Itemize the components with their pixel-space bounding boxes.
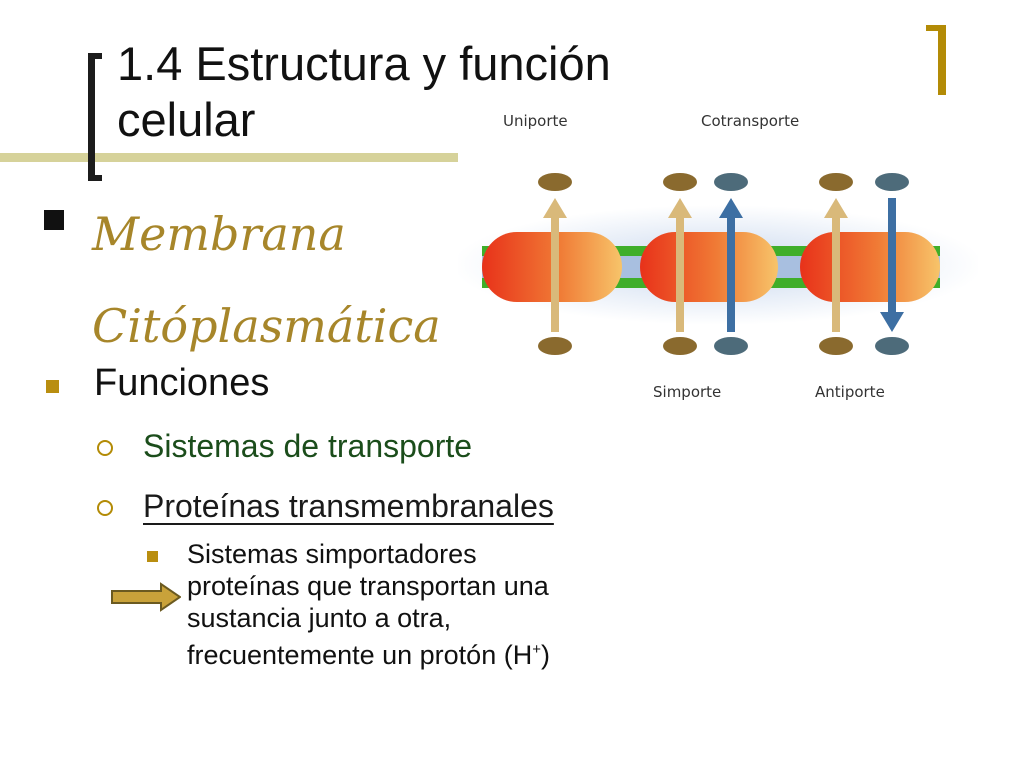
right-arrow-icon (111, 582, 181, 612)
antiporte-particle-b-bottom (875, 337, 909, 355)
label-uniporte: Uniporte (503, 112, 568, 130)
bullet-funciones: Funciones (94, 362, 270, 404)
antiporte-particle-a-top (819, 173, 853, 191)
main-heading: Membrana Citóplasmática (92, 207, 441, 353)
antiporte-protein (800, 232, 940, 302)
circle-bullet-2 (97, 500, 113, 516)
proton-superscript: + (532, 641, 541, 658)
uniporte-arrow-up (543, 198, 567, 332)
uniporte-particle-top (538, 173, 572, 191)
label-antiporte: Antiporte (815, 383, 885, 401)
sub-bullet-line-4-text: frecuentemente un protón (H (187, 640, 533, 670)
simporte-arrow-b-up (719, 198, 743, 332)
slide-title: 1.4 Estructura y función celular (117, 37, 611, 146)
transport-diagram: Uniporte Cotransporte Simporte Antiporte (458, 112, 978, 401)
bullet-proteinas-transmembranales: Proteínas transmembranales (143, 488, 554, 524)
bullet-square-funciones (46, 380, 59, 393)
sub-bullet-line-2: proteínas que transportan una (187, 571, 549, 601)
title-accent-bar (0, 153, 458, 162)
left-bracket-decoration (88, 53, 102, 181)
label-cotransporte: Cotransporte (701, 112, 799, 130)
main-bullet-square (44, 210, 64, 230)
simporte-protein (640, 232, 778, 302)
simporte-particle-b-top (714, 173, 748, 191)
simporte-particle-a-bottom (663, 337, 697, 355)
uniporte-particle-bottom (538, 337, 572, 355)
label-simporte: Simporte (653, 383, 721, 401)
circle-bullet-1 (97, 440, 113, 456)
antiporte-particle-b-top (875, 173, 909, 191)
bullet-square-sistemas-simportadores (147, 551, 158, 562)
right-bracket-decoration (926, 25, 946, 95)
antiporte-particle-a-bottom (819, 337, 853, 355)
sub-bullet-sistemas-simportadores: Sistemas simportadores proteínas que tra… (187, 538, 687, 671)
closing-paren: ) (540, 640, 550, 670)
sub-bullet-line-1: Sistemas simportadores (187, 539, 477, 569)
simporte-arrow-a-up (668, 198, 692, 332)
antiporte-arrow-b-down (880, 198, 904, 332)
bullet-sistemas-de-transporte: Sistemas de transporte (143, 428, 473, 464)
sub-bullet-line-3: sustancia junto a otra, (187, 603, 452, 633)
simporte-particle-b-bottom (714, 337, 748, 355)
simporte-particle-a-top (663, 173, 697, 191)
antiporte-arrow-a-up (824, 198, 848, 332)
sub-bullet-line-4: frecuentemente un protón (H+) (187, 634, 687, 671)
